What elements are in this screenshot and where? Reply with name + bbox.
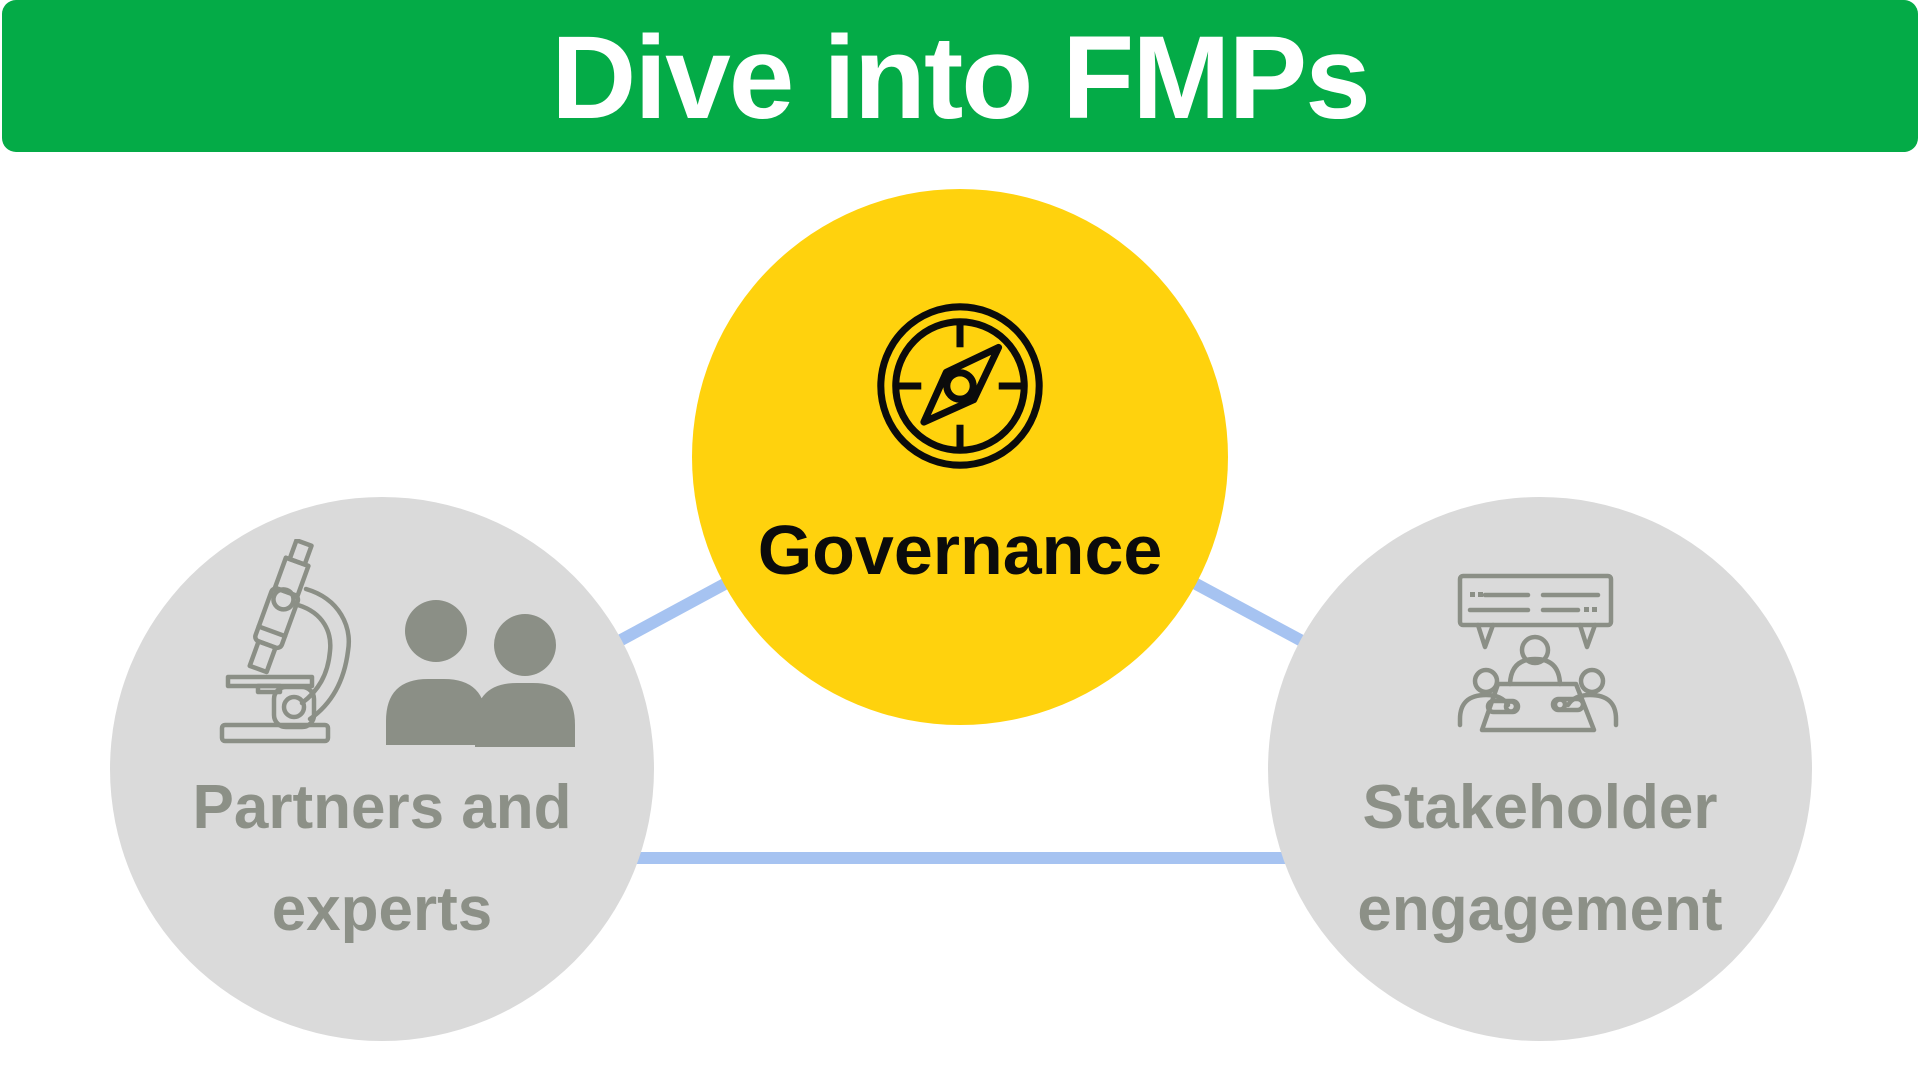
node-partners-label-line1: Partners and [192, 773, 572, 842]
meeting-presentation-icon [1457, 573, 1619, 733]
page-title: Dive into FMPs [551, 12, 1371, 144]
node-partners-label-line2: experts [271, 875, 493, 944]
node-stakeholder-label-line2: engagement [1357, 875, 1723, 944]
node-governance: Governance [692, 189, 1228, 725]
node-stakeholder-label-line1: Stakeholder [1362, 773, 1718, 842]
compass-icon [877, 303, 1043, 469]
node-governance-label: Governance [757, 511, 1163, 589]
node-stakeholder-engagement: Stakeholder engagement [1268, 497, 1812, 1041]
people-icon [386, 600, 575, 747]
title-banner: Dive into FMPs [2, 0, 1918, 152]
node-partners-experts: Partners and experts [110, 497, 654, 1041]
microscope-icon [219, 539, 351, 744]
